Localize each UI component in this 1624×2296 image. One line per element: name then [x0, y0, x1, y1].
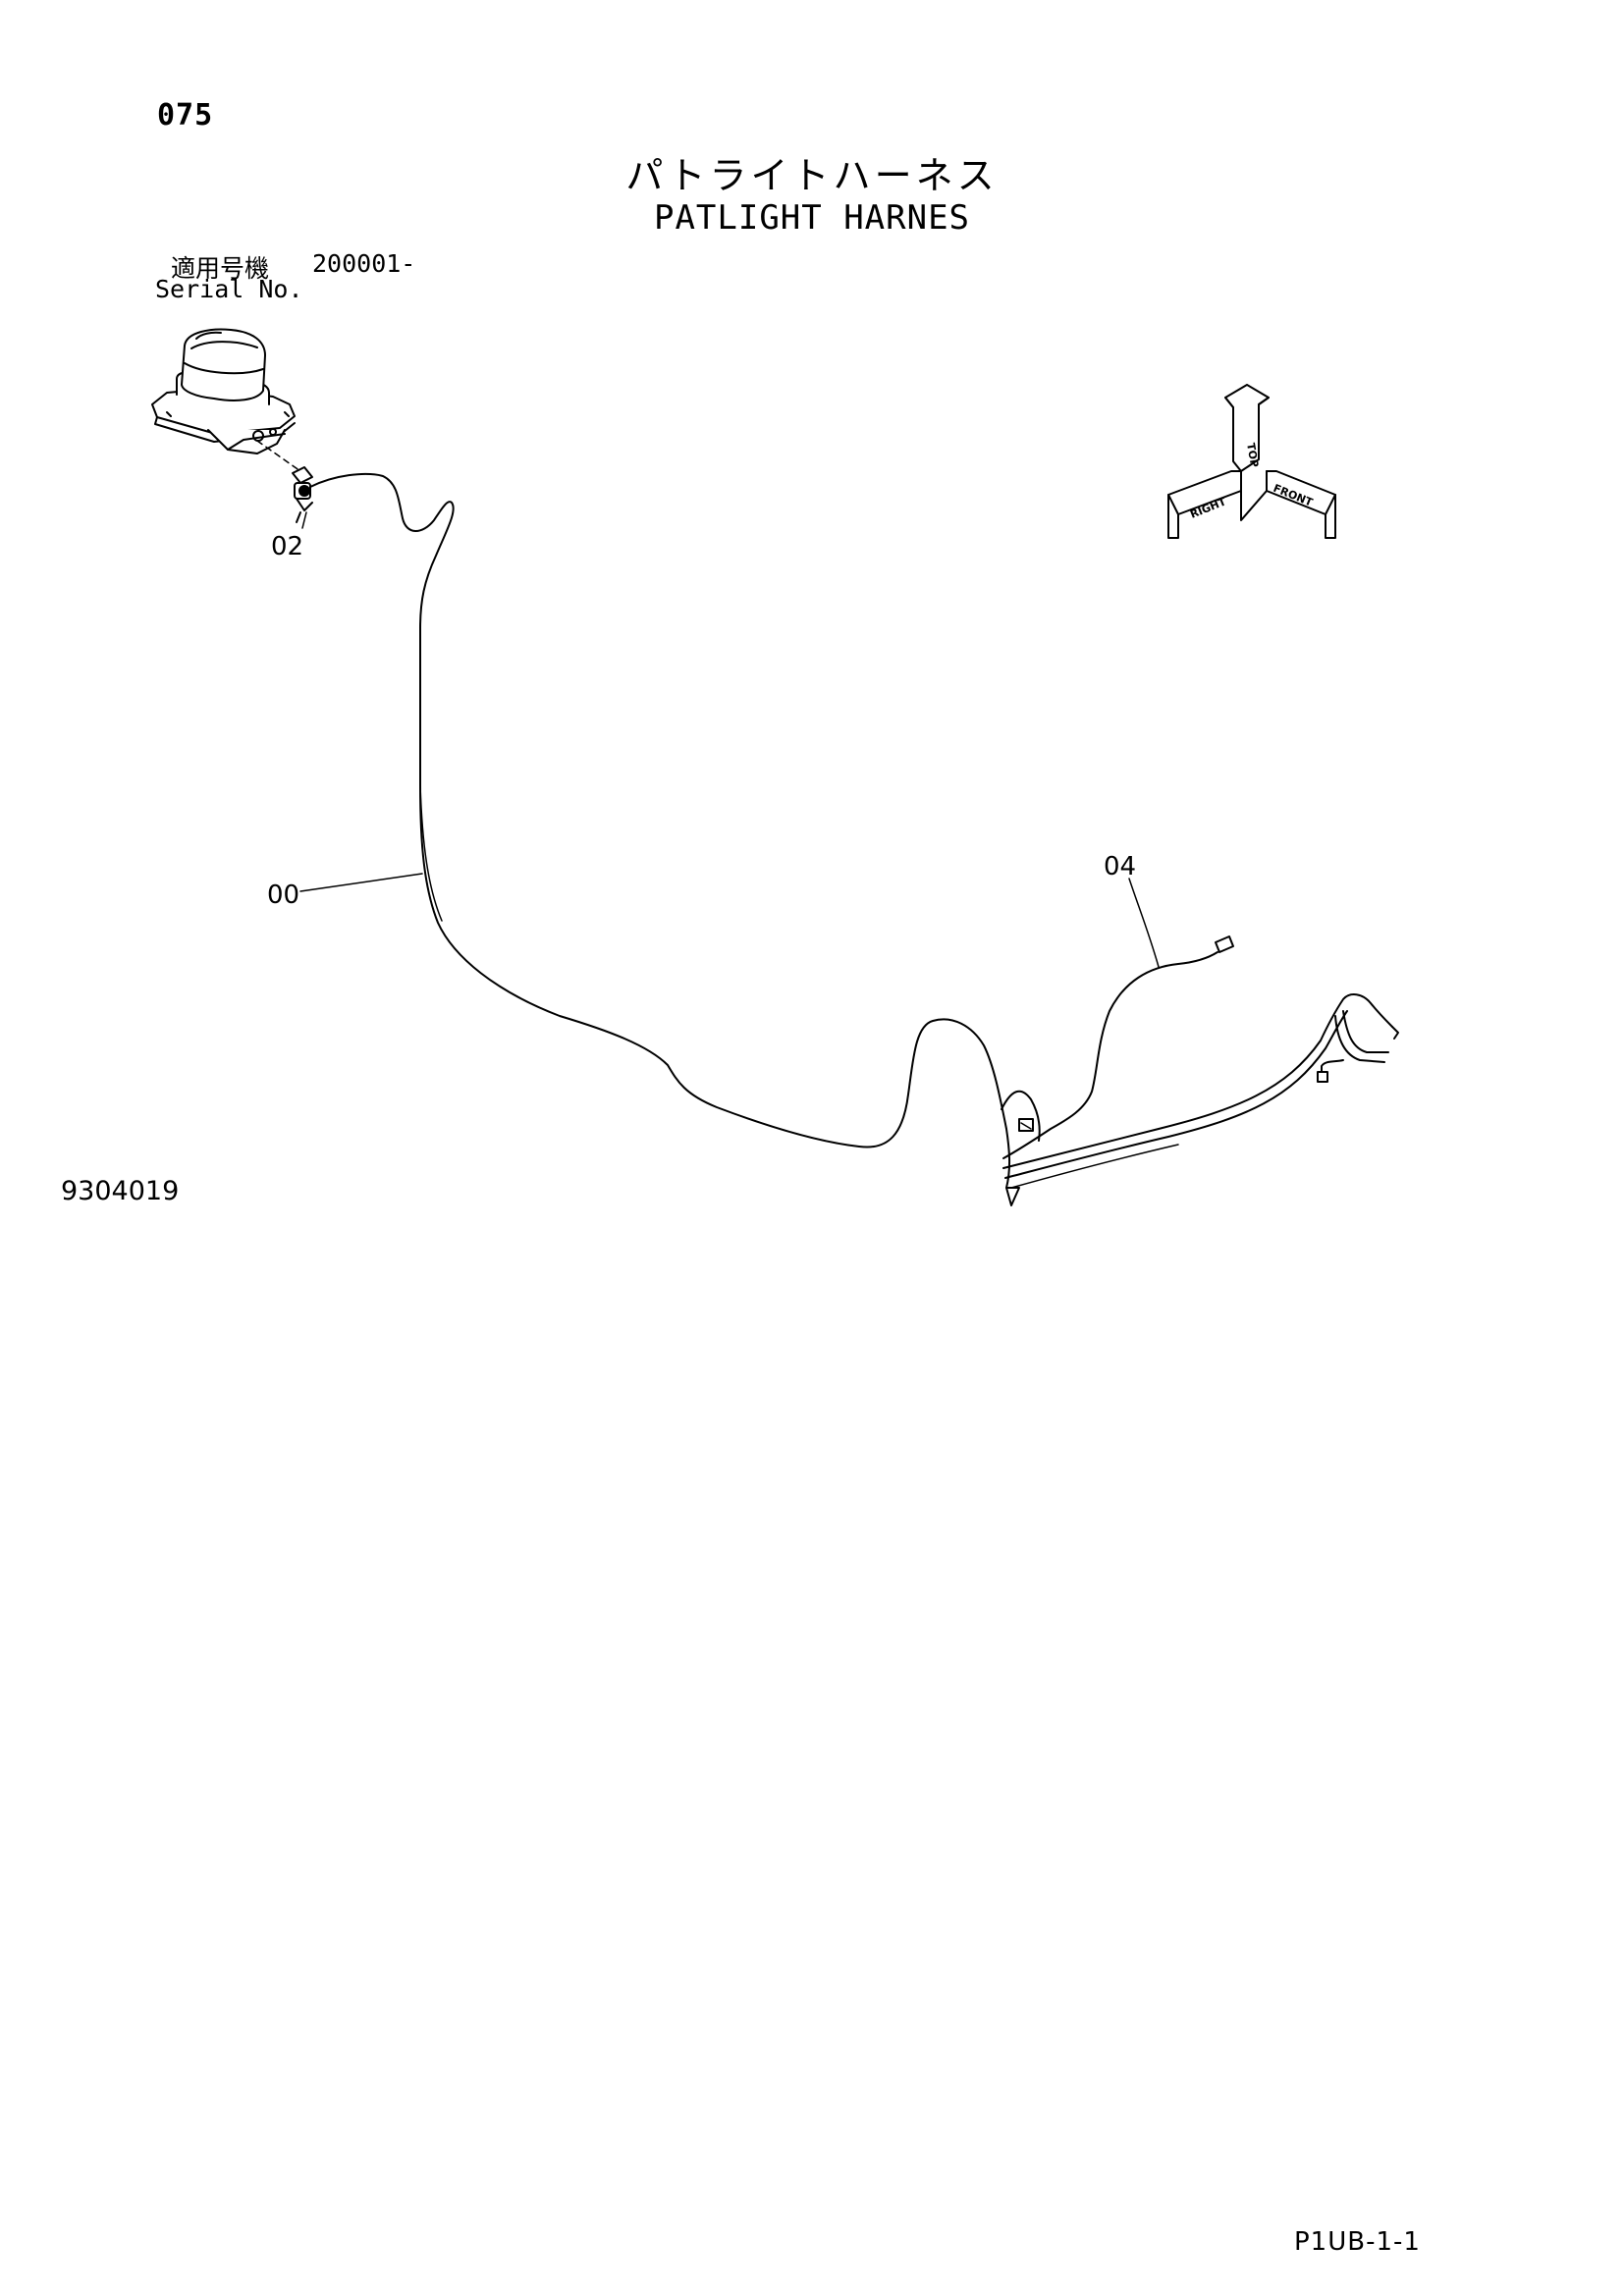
patlight-icon [151, 328, 301, 472]
title-japanese: パトライトハーネス [625, 154, 999, 197]
leader-line-00 [299, 873, 423, 892]
callout-04: 04 [1104, 852, 1137, 881]
leader-line-04 [1128, 878, 1160, 968]
connector-02-icon [292, 466, 313, 523]
sheet-code: P1UB-1-1 [1294, 2227, 1421, 2257]
callout-02: 02 [271, 532, 304, 561]
leader-line-02 [301, 511, 307, 529]
callout-00: 00 [267, 881, 300, 910]
main-harness-wire [309, 472, 1010, 1189]
branch-harness-wire [1002, 993, 1393, 1169]
page-number: 075 [157, 98, 214, 133]
serial-value: 200001- [312, 249, 416, 278]
direction-top-label: TOP [1244, 442, 1261, 468]
direction-symbol [1167, 384, 1336, 539]
serial-label-japanese: 適用号機 [171, 254, 270, 283]
document-number: 9304019 [61, 1176, 180, 1206]
serial-label-english: Serial No. [155, 275, 303, 303]
title-english: PATLIGHT HARNES [653, 198, 971, 238]
